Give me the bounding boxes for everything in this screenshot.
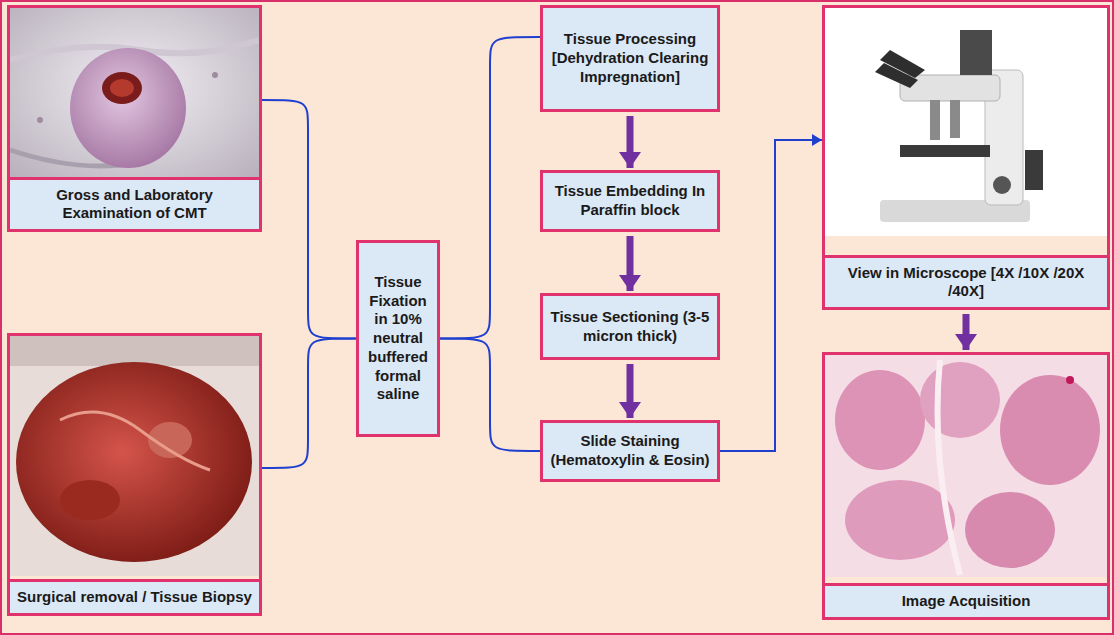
text-holder: Tissue Fixation in 10% neutral buffered …: [363, 273, 433, 404]
text-holder: Tissue Sectioning (3-5 micron thick): [547, 308, 713, 346]
text-holder: Tissue Processing [Dehydration Clearing …: [547, 30, 713, 86]
label-strip: Gross and Laboratory Examination of CMT: [10, 177, 259, 230]
label-strip: Image Acquisition: [825, 583, 1107, 617]
flow-connector: [963, 314, 970, 350]
text-holder: Slide Staining (Hematoxylin & Eosin): [547, 432, 713, 470]
process-box: Tissue Processing [Dehydration Clearing …: [540, 5, 720, 112]
photo-panel: View in Microscope [4X /10X /20X /40X]: [822, 5, 1110, 310]
box-label: Surgical removal / Tissue Biopsy: [14, 588, 255, 607]
box-label: Slide Staining (Hematoxylin & Eosin): [547, 432, 713, 470]
process-box: Tissue Sectioning (3-5 micron thick): [540, 293, 720, 360]
photo-panel: Surgical removal / Tissue Biopsy: [7, 333, 262, 616]
flow-connector: [440, 37, 540, 339]
box-label: Tissue Fixation in 10% neutral buffered …: [363, 273, 433, 404]
label-strip: View in Microscope [4X /10X /20X /40X]: [825, 255, 1107, 308]
process-box: Tissue Embedding In Paraffin block: [540, 170, 720, 232]
process-box: Tissue Fixation in 10% neutral buffered …: [356, 240, 440, 437]
label-strip: Surgical removal / Tissue Biopsy: [10, 579, 259, 613]
process-box: Slide Staining (Hematoxylin & Eosin): [540, 420, 720, 482]
box-label: Gross and Laboratory Examination of CMT: [14, 186, 255, 224]
flow-connector: [720, 140, 822, 451]
box-label: Tissue Sectioning (3-5 micron thick): [547, 308, 713, 346]
box-label: Image Acquisition: [829, 592, 1103, 611]
dog-tumor-photo: [10, 8, 259, 184]
photo-panel: Gross and Laboratory Examination of CMT: [7, 5, 262, 232]
flow-connector: [627, 364, 634, 418]
box-label: View in Microscope [4X /10X /20X /40X]: [829, 264, 1103, 302]
flow-connector: [262, 100, 356, 339]
photo-panel: Image Acquisition: [822, 352, 1110, 620]
flow-connector: [262, 339, 356, 469]
microscope-photo: [825, 8, 1107, 236]
tumor-specimen-photo: [10, 336, 259, 576]
histology-photo: [825, 355, 1107, 577]
text-holder: Tissue Embedding In Paraffin block: [547, 182, 713, 220]
box-label: Tissue Processing [Dehydration Clearing …: [547, 30, 713, 86]
flow-connector: [627, 236, 634, 291]
flow-connector: [440, 339, 540, 452]
box-label: Tissue Embedding In Paraffin block: [547, 182, 713, 220]
flow-connector: [627, 116, 634, 168]
